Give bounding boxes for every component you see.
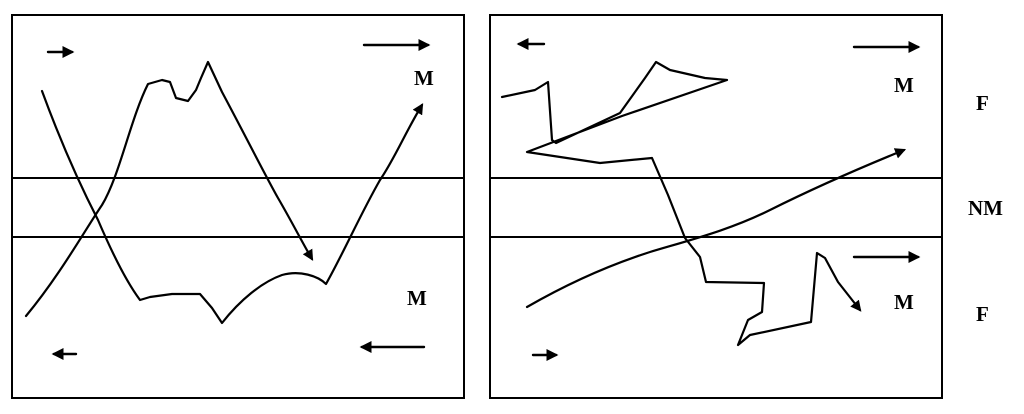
right-panel-frame [489, 14, 943, 399]
right-trace-diagonal [525, 148, 907, 309]
left-trace-2 [40, 89, 424, 325]
right-label-top: M [894, 73, 914, 97]
left-panel-frame [11, 14, 465, 399]
right-label-bottom: M [894, 290, 914, 314]
right-panel: M M [489, 14, 943, 399]
left-label-top: M [414, 66, 434, 90]
zone-label-top: F [976, 91, 989, 115]
right-trace-zigzag [500, 60, 862, 347]
zone-labels: F NM F [968, 91, 1003, 326]
left-trace-1 [24, 60, 314, 318]
zone-label-bottom: F [976, 302, 989, 326]
zone-label-middle: NM [968, 196, 1003, 220]
left-panel: M M [11, 14, 465, 399]
left-label-bottom: M [407, 286, 427, 310]
